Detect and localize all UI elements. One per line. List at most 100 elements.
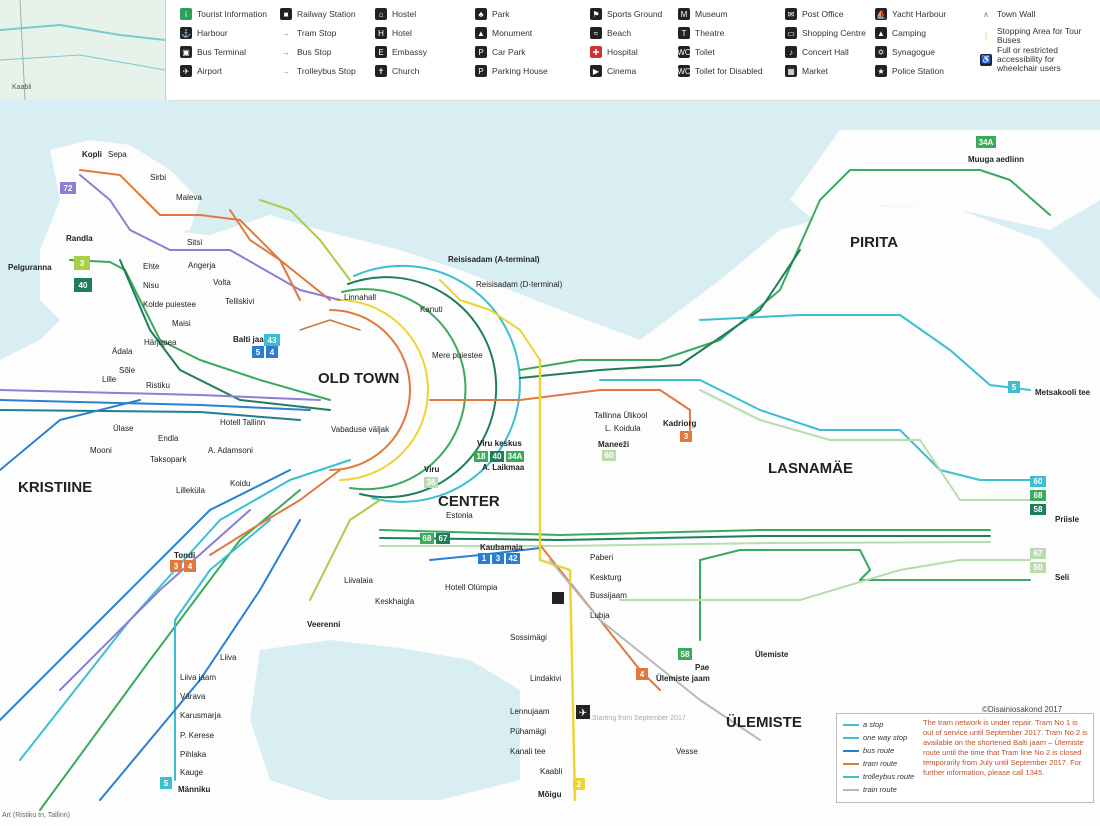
ulemiste-lake bbox=[250, 640, 520, 800]
notes-key-swatch bbox=[843, 775, 859, 778]
badge-72 bbox=[60, 182, 76, 194]
accessibility-icon: ♿ bbox=[980, 53, 992, 66]
nomme-route bbox=[99, 519, 301, 801]
badge-67-label: 67 bbox=[439, 534, 448, 543]
legend-label: Church bbox=[392, 65, 420, 76]
badge-68 bbox=[420, 533, 434, 544]
pirita-land bbox=[790, 130, 1100, 230]
badge-4-tondi-label: 4 bbox=[188, 562, 193, 571]
sw-route-4 bbox=[39, 489, 301, 811]
airport-icon bbox=[576, 705, 590, 719]
sw-route-5 bbox=[59, 509, 251, 691]
toilet-disabled-icon: WC bbox=[677, 65, 691, 77]
stop-liiva: Liiva bbox=[220, 653, 237, 662]
mini-map: Kaabli bbox=[0, 0, 166, 100]
stop-reisisadam-d: Reisisadam (D-terminal) bbox=[476, 280, 563, 289]
stop-karusmarja: Karusmarja bbox=[180, 711, 221, 720]
theatre-icon: T bbox=[678, 27, 690, 39]
badge-36 bbox=[424, 477, 438, 488]
legend-label: Toilet for Disabled bbox=[695, 65, 763, 76]
notes-key-label: tram route bbox=[863, 759, 898, 768]
badge-43-label: 43 bbox=[268, 336, 277, 345]
legend-label: Stopping Area for Tour Buses bbox=[997, 26, 1082, 45]
stop-lennujaam: Lennujaam bbox=[510, 707, 550, 716]
beach-icon: ≈ bbox=[590, 27, 602, 39]
museum-icon: M bbox=[678, 8, 690, 20]
district-ulemiste: ÜLEMISTE bbox=[726, 714, 802, 731]
legend-label: Toilet bbox=[695, 46, 715, 57]
legend-label: Shopping Centre bbox=[802, 27, 866, 38]
badge-1-kaubamaja bbox=[478, 553, 490, 564]
legend-label: Yacht Harbour bbox=[892, 8, 947, 19]
stop-vabaduse-valjak: Vabaduse väljak bbox=[331, 425, 390, 434]
badge-4-tondi bbox=[184, 560, 196, 572]
synagogue-icon: ✡ bbox=[875, 46, 887, 58]
badge-58-priisle-label: 58 bbox=[1034, 505, 1043, 514]
stop-varava: Värava bbox=[180, 692, 206, 701]
legend-label: Bus Terminal bbox=[197, 46, 246, 57]
legend-label: Hostel bbox=[392, 8, 417, 19]
lillepi-route bbox=[699, 314, 1031, 391]
badge-60 bbox=[602, 450, 616, 461]
badge-3-label: 3 bbox=[80, 259, 85, 268]
badge-36-label: 36 bbox=[427, 478, 436, 487]
legend-label: Tourist Information bbox=[197, 8, 267, 19]
notes-key-label: a stop bbox=[863, 720, 884, 729]
stop-viru: Viru bbox=[424, 465, 440, 474]
mini-map-graphic bbox=[0, 0, 165, 100]
route-badges: 72 3 40 43 5 4 34A 18 40 34A 36 60 3 68 … bbox=[60, 136, 1046, 790]
lasnamae-route-2 bbox=[699, 389, 1031, 501]
badge-4 bbox=[266, 346, 278, 358]
stop-koidu: Koidu bbox=[230, 479, 250, 488]
stop-sitsi: Sitsi bbox=[187, 238, 202, 247]
center-east-1 bbox=[379, 529, 991, 536]
bus-terminal-icon bbox=[552, 592, 564, 604]
legend-label: Beach bbox=[607, 27, 632, 38]
stop-p-kerese: P. Kerese bbox=[180, 731, 215, 740]
stop-bussijaam: Bussijaam bbox=[590, 591, 627, 600]
legend-label: Airport bbox=[197, 65, 223, 76]
tondi-tram-route bbox=[209, 469, 341, 556]
market-icon: ▦ bbox=[785, 65, 797, 77]
badge-68-priisle-label: 68 bbox=[1034, 491, 1043, 500]
stop-ulemiste: Ülemiste bbox=[755, 650, 789, 659]
stop-sirbi: Sirbi bbox=[150, 173, 166, 182]
badge-50-seli bbox=[1030, 562, 1046, 573]
legend-label: Park bbox=[492, 8, 510, 19]
lasnamae-route bbox=[599, 379, 1031, 481]
stop-ehte: Ehte bbox=[143, 262, 160, 271]
badge-50-seli-label: 50 bbox=[1034, 563, 1043, 572]
kalamaja-route bbox=[229, 209, 301, 301]
legend-item-park: ♣Park bbox=[475, 8, 570, 20]
stop-mogu: Mõigu bbox=[538, 790, 562, 799]
legend-item-cinema: ▶Cinema bbox=[590, 65, 685, 77]
district-old-town: OLD TOWN bbox=[318, 370, 399, 387]
kopli-bus-route bbox=[79, 174, 341, 301]
badge-68-priisle bbox=[1030, 490, 1046, 501]
badge-18 bbox=[474, 451, 488, 462]
badge-1-kaubamaja-label: 1 bbox=[482, 554, 487, 563]
badge-58-pae bbox=[678, 648, 692, 660]
badge-4-ulemiste bbox=[636, 668, 648, 680]
legend-label: Town Wall bbox=[997, 8, 1036, 19]
stop-pae: Pae bbox=[695, 663, 710, 672]
badge-58-priisle bbox=[1030, 504, 1046, 515]
stop-kaubamaja: Kaubamaja bbox=[480, 543, 523, 552]
stop-tallinna-ulikool: Tallinna Ülikool bbox=[594, 411, 648, 420]
badge-34a bbox=[976, 136, 996, 148]
legend-label: Parking House bbox=[492, 65, 548, 76]
veerenni-route bbox=[309, 499, 381, 601]
stop-vesse: Vesse bbox=[676, 747, 698, 756]
yacht-harbour-icon: ⛵ bbox=[875, 8, 887, 20]
badge-5-mannikku bbox=[160, 777, 172, 789]
legend-item-bus-terminal: ▣Bus Terminal bbox=[180, 46, 275, 58]
badge-5-mannikku-label: 5 bbox=[164, 779, 169, 788]
stop-puhamagi: Pühamägi bbox=[510, 727, 546, 736]
stop-a-laikmaa: A. Laikmaa bbox=[482, 463, 525, 472]
badge-67-seli bbox=[1030, 548, 1046, 559]
concert-hall-icon: ♪ bbox=[785, 46, 797, 58]
